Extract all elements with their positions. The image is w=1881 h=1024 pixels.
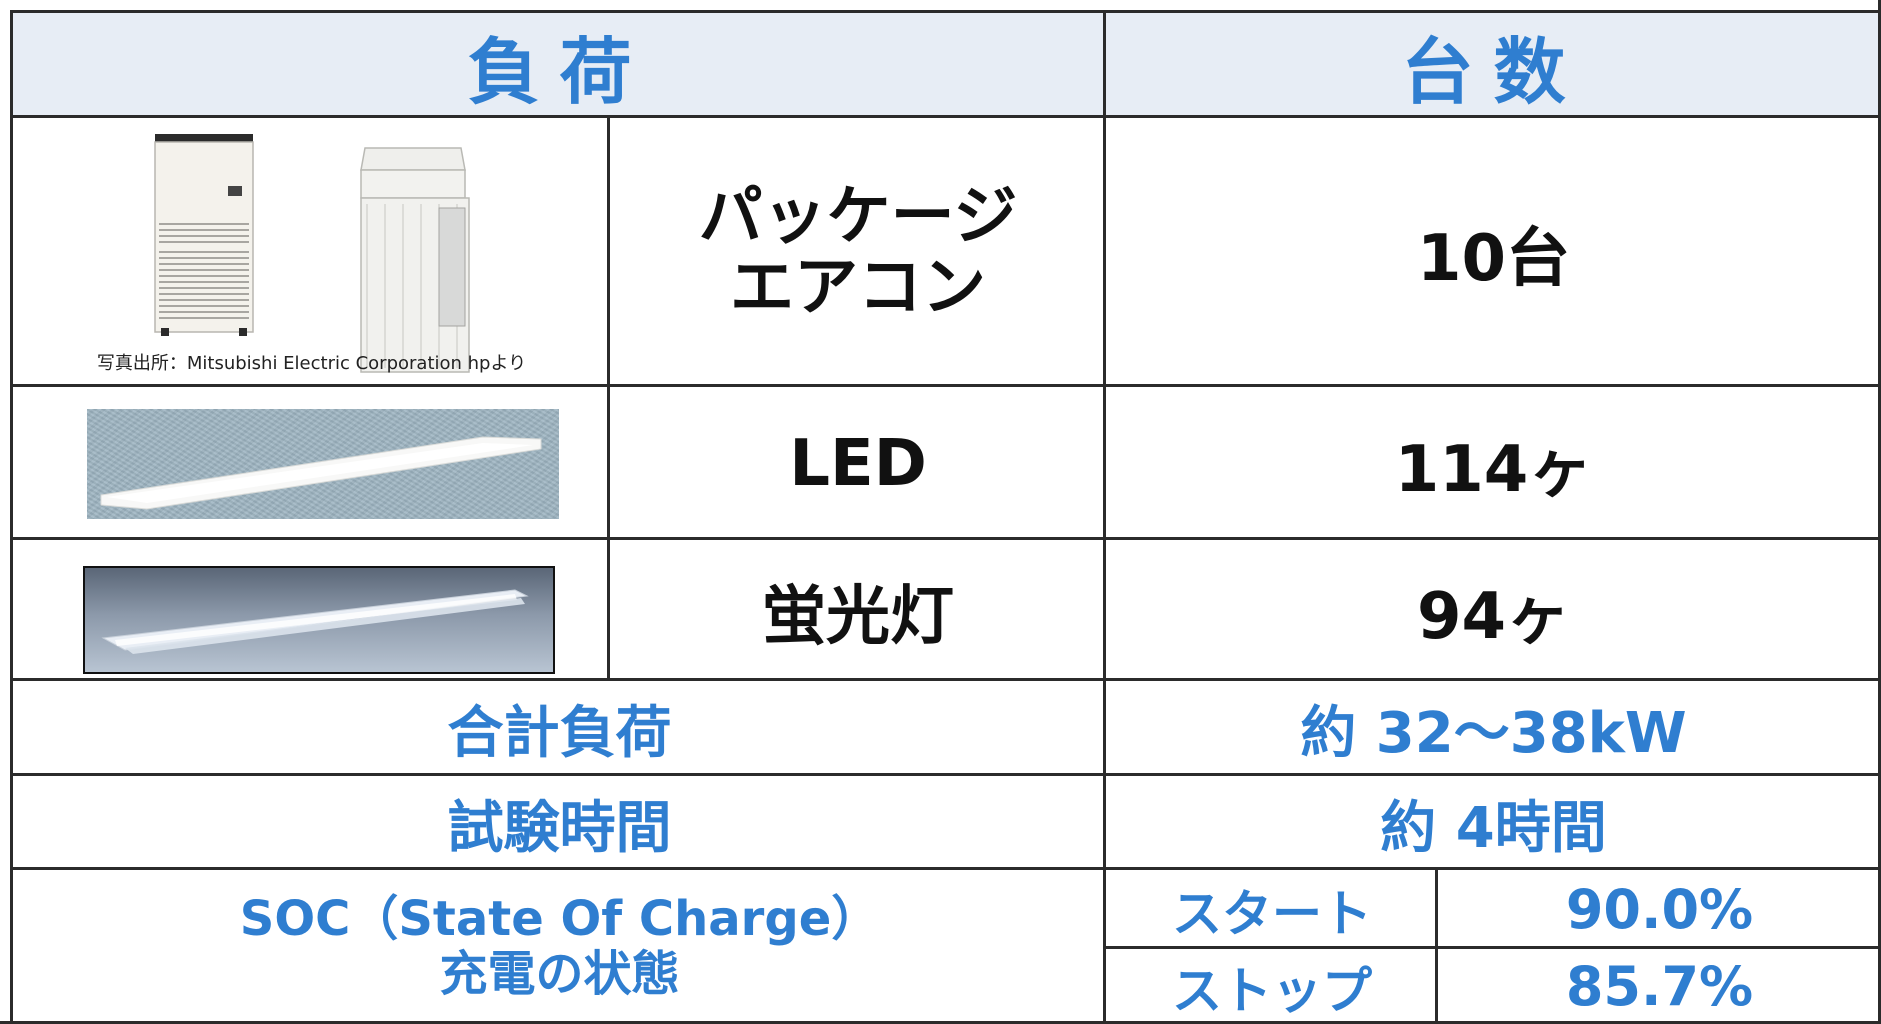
fluorescent-name: 蛍光灯 bbox=[762, 579, 954, 654]
aircon-name-line1: パッケージ bbox=[698, 180, 1018, 255]
soc-label-cell: SOC（State Of Charge） 充電の状態 bbox=[10, 867, 1106, 1024]
outdoor-unit-icon bbox=[360, 147, 470, 373]
aircon-image bbox=[154, 134, 470, 373]
soc-label-line1: SOC（State Of Charge） bbox=[239, 890, 880, 947]
test-time-label-cell: 試験時間 bbox=[10, 773, 1106, 870]
fluorescent-image-cell bbox=[10, 537, 610, 681]
aircon-name-cell: パッケージ エアコン bbox=[607, 115, 1106, 387]
header-count-text: 台数 bbox=[1401, 30, 1586, 114]
led-image bbox=[87, 409, 559, 519]
stop-value-cell: 85.7% bbox=[1435, 946, 1881, 1024]
total-load-value-cell: 約 32〜38kW bbox=[1103, 678, 1881, 776]
aircon-name-line2: エアコン bbox=[730, 250, 986, 325]
stop-label: ストップ bbox=[1172, 961, 1372, 1020]
test-time-value-cell: 約 4時間 bbox=[1103, 773, 1881, 870]
fluorescent-image bbox=[83, 566, 555, 674]
stop-label-cell: ストップ bbox=[1103, 946, 1438, 1024]
header-count: 台数 bbox=[1103, 10, 1881, 118]
test-time-value: 約 4時間 bbox=[1380, 795, 1607, 861]
test-time-label: 試験時間 bbox=[447, 795, 672, 861]
aircon-count: 10台 bbox=[1416, 221, 1571, 296]
fluorescent-count: 94ヶ bbox=[1416, 579, 1571, 654]
total-load-label-cell: 合計負荷 bbox=[10, 678, 1106, 776]
fluorescent-count-cell: 94ヶ bbox=[1103, 537, 1881, 681]
indoor-unit-icon bbox=[154, 134, 254, 336]
led-fixture-icon bbox=[100, 436, 542, 510]
led-name-cell: LED bbox=[607, 384, 1106, 540]
table-right-border bbox=[1878, 0, 1881, 1024]
led-count-cell: 114ヶ bbox=[1103, 384, 1881, 540]
table-bottom-border bbox=[0, 1021, 1881, 1024]
aircon-count-cell: 10台 bbox=[1103, 115, 1881, 387]
led-name: LED bbox=[789, 426, 927, 501]
led-count: 114ヶ bbox=[1394, 432, 1593, 507]
total-load-value: 約 32〜38kW bbox=[1300, 701, 1687, 766]
total-load-label: 合計負荷 bbox=[447, 701, 672, 766]
aircon-image-cell: 写真出所：Mitsubishi Electric Corporation hpよ… bbox=[10, 115, 610, 387]
header-load: 負荷 bbox=[10, 10, 1106, 118]
fluorescent-fixture-icon bbox=[101, 589, 529, 654]
header-load-text: 負荷 bbox=[467, 30, 652, 114]
photo-source-caption: 写真出所：Mitsubishi Electric Corporation hpよ… bbox=[96, 353, 527, 374]
fluorescent-name-cell: 蛍光灯 bbox=[607, 537, 1106, 681]
start-value-cell: 90.0% bbox=[1435, 867, 1881, 949]
soc-label-line2: 充電の状態 bbox=[439, 946, 680, 1002]
start-label: スタート bbox=[1172, 884, 1372, 943]
start-value: 90.0% bbox=[1565, 878, 1754, 941]
stop-value: 85.7% bbox=[1565, 955, 1754, 1018]
led-image-cell bbox=[10, 384, 610, 540]
start-label-cell: スタート bbox=[1103, 867, 1438, 949]
